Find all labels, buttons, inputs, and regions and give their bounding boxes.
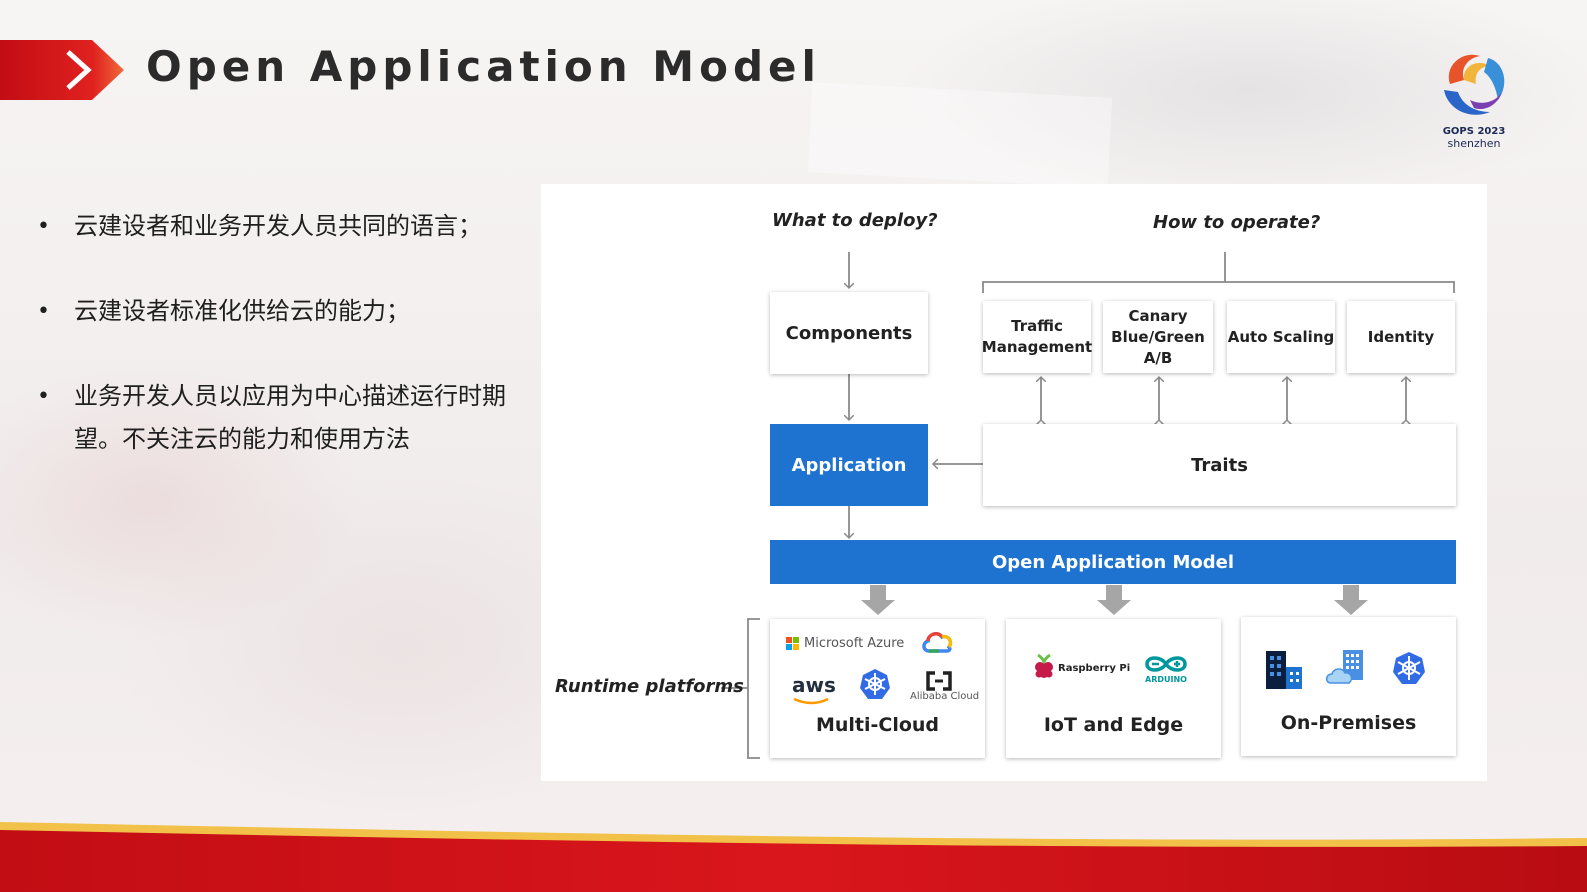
trait-traffic-management: Traffic Management xyxy=(982,301,1092,373)
bullet-item: • 云建设者和业务开发人员共同的语言； xyxy=(34,205,534,248)
header-chevron-icon xyxy=(0,40,124,100)
office-building-icon xyxy=(1266,651,1302,689)
traits-box: Traits xyxy=(983,424,1456,506)
platform-multi-cloud: Microsoft Azure aws Alibaba Cloud Multi-… xyxy=(770,619,985,758)
bullet-item: • 业务开发人员以应用为中心描述运行时期望。不关注云的能力和使用方法 xyxy=(34,375,534,461)
kubernetes-icon xyxy=(1393,652,1425,684)
arduino-icon xyxy=(1145,656,1187,672)
gops-logo-icon xyxy=(1444,54,1505,115)
components-box: Components xyxy=(770,292,928,374)
question-how-to-operate: How to operate? xyxy=(1153,212,1321,233)
aws-logo-text: aws xyxy=(792,673,836,697)
trait-canary: Canary Blue/Green A/B xyxy=(1103,301,1213,373)
platform-name: On-Premises xyxy=(1280,712,1417,734)
google-cloud-icon xyxy=(922,632,953,653)
kubernetes-icon xyxy=(860,669,890,699)
raspberry-pi-text: Raspberry Pi xyxy=(1058,663,1131,674)
aws-smile-icon xyxy=(793,697,829,705)
bullet-dot-icon: • xyxy=(37,214,50,239)
platform-name: IoT and Edge xyxy=(1043,714,1184,736)
oam-bar: Open Application Model xyxy=(770,540,1456,584)
cloud-building-icon xyxy=(1325,650,1363,684)
page-title: Open Application Model xyxy=(146,42,821,91)
bullet-dot-icon: • xyxy=(37,299,50,324)
bullet-item: • 云建设者标准化供给云的能力； xyxy=(34,290,534,333)
alibaba-cloud-text: Alibaba Cloud xyxy=(910,691,980,702)
bullet-text: 云建设者和业务开发人员共同的语言； xyxy=(74,212,482,240)
logo-city: shenzhen xyxy=(1447,137,1501,150)
runtime-platforms-label: Runtime platforms xyxy=(555,676,744,697)
microsoft-logo-icon xyxy=(786,637,799,650)
arduino-text: ARDUINO xyxy=(1145,675,1187,684)
logo-event-name: GOPS 2023 xyxy=(1442,126,1506,137)
bullet-text: 云建设者标准化供给云的能力； xyxy=(74,297,410,325)
footer-band xyxy=(0,822,1587,892)
question-what-to-deploy: What to deploy? xyxy=(772,210,938,231)
application-box: Application xyxy=(770,424,928,506)
bullet-list: • 云建设者和业务开发人员共同的语言； • 云建设者标准化供给云的能力； • 业务开发… xyxy=(34,205,534,503)
platform-name: Multi-Cloud xyxy=(815,714,940,736)
raspberry-pi-icon xyxy=(1035,653,1053,678)
gops-logo: GOPS 2023 shenzhen xyxy=(1428,44,1520,150)
bullet-text: 业务开发人员以应用为中心描述运行时期望。不关注云的能力和使用方法 xyxy=(74,382,506,453)
trait-auto-scaling: Auto Scaling xyxy=(1227,301,1335,373)
bullet-dot-icon: • xyxy=(37,384,50,409)
azure-logo-text: Microsoft Azure xyxy=(804,636,905,651)
background-screen xyxy=(807,82,1113,188)
alibaba-cloud-icon xyxy=(926,671,952,691)
trait-identity: Identity xyxy=(1347,301,1455,373)
platform-iot-edge: Raspberry Pi ARDUINO IoT and Edge xyxy=(1006,619,1221,758)
platform-on-premises: On-Premises xyxy=(1241,617,1456,756)
